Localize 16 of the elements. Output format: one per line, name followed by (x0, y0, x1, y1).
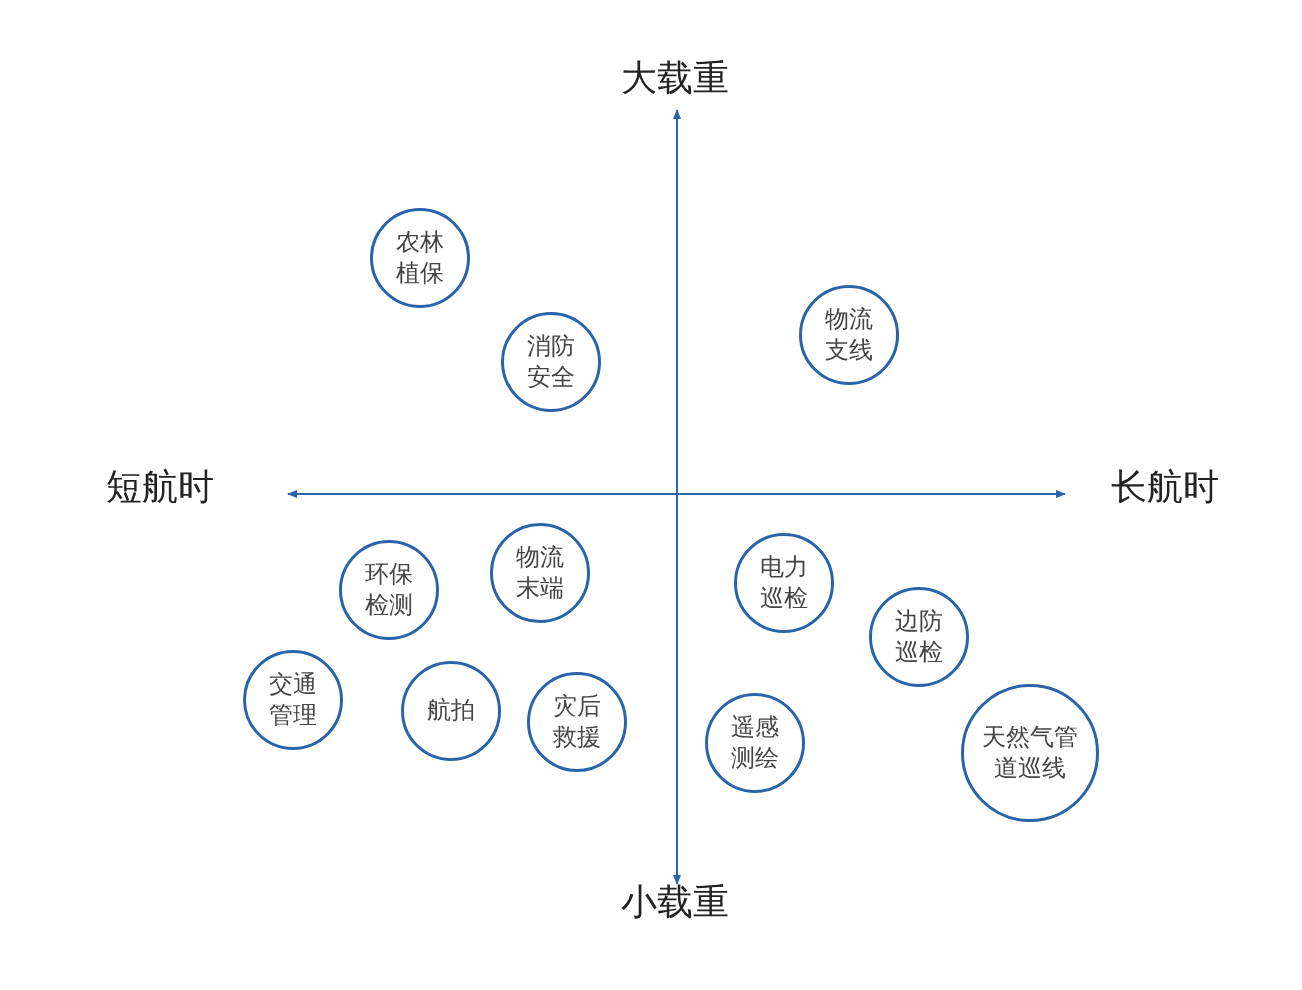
circle-label: 航拍 (427, 695, 475, 727)
circle-label: 物流末端 (515, 541, 565, 604)
circle-label: 天然气管道巡线 (981, 721, 1079, 784)
circle-label: 遥感测绘 (730, 711, 780, 774)
circle-label: 农林植保 (395, 226, 445, 289)
circle-label: 消防安全 (526, 330, 576, 393)
circle-label: 灾后救援 (552, 690, 602, 753)
axis-label: 小载重 (621, 879, 729, 924)
axis-label: 长航时 (1111, 464, 1219, 509)
circle-label: 电力巡检 (759, 551, 809, 614)
circle-label: 交通管理 (268, 668, 318, 731)
axis-label: 短航时 (106, 464, 214, 509)
circle-label: 物流支线 (824, 303, 874, 366)
axis-label: 大载重 (621, 55, 729, 100)
circle-label: 环保检测 (364, 558, 414, 621)
circle-label: 边防巡检 (894, 605, 944, 668)
